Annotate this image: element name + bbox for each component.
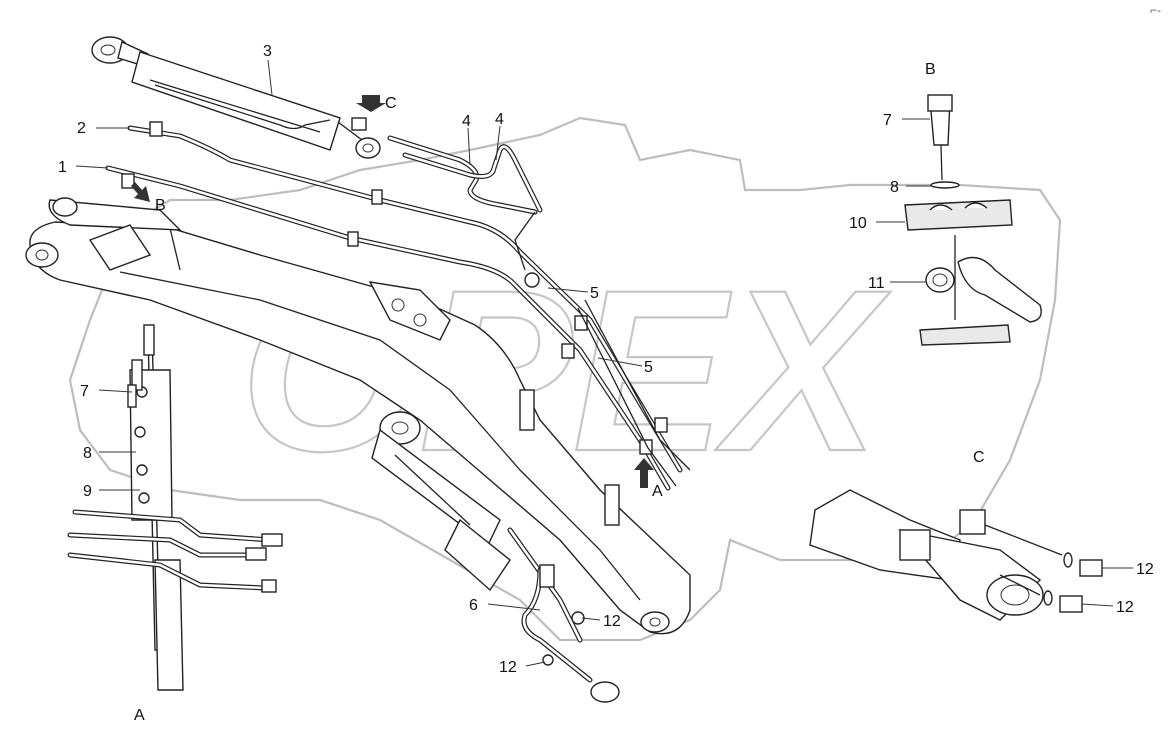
callout-12a: 12 xyxy=(603,613,621,630)
detail-b xyxy=(904,94,1042,346)
callout-6: 6 xyxy=(469,597,478,614)
callout-5a: 5 xyxy=(590,285,599,302)
callout-3: 3 xyxy=(263,43,272,60)
view-arrow-b xyxy=(131,182,150,202)
cylinder-barrel xyxy=(131,51,341,151)
boom-body xyxy=(29,221,691,635)
callout-b11: 11 xyxy=(868,275,885,292)
callout-1: 1 xyxy=(58,159,67,176)
callout-c12b: 12 xyxy=(1116,599,1134,616)
view-arrow-c xyxy=(356,95,386,112)
callout-5b: 5 xyxy=(644,359,653,376)
boom xyxy=(25,197,691,635)
leader-lines xyxy=(75,59,1133,667)
detail-title-c: C xyxy=(973,449,985,466)
callout-b8: 8 xyxy=(890,179,899,196)
callout-4a: 4 xyxy=(462,113,471,130)
callout-4b: 4 xyxy=(495,111,504,128)
detail-title-b: B xyxy=(925,61,936,78)
view-marker-a: A xyxy=(652,483,663,500)
pipe-assembly xyxy=(105,121,691,491)
view-marker-b: B xyxy=(155,197,166,214)
callout-8: 8 xyxy=(83,445,92,462)
detail-title-a: A xyxy=(134,707,145,724)
callout-b10: 10 xyxy=(849,215,867,232)
arm-cylinder xyxy=(371,411,620,703)
callout-12b: 12 xyxy=(499,659,517,676)
detail-a xyxy=(67,324,283,691)
view-arrow-a xyxy=(634,458,654,488)
detail-c xyxy=(809,489,1103,621)
callout-9: 9 xyxy=(83,483,92,500)
watermark-gear xyxy=(68,116,1062,642)
callout-b7: 7 xyxy=(883,112,892,129)
corner-mark: ⌐- xyxy=(1150,3,1161,17)
callout-7: 7 xyxy=(80,383,89,400)
boom-cylinder xyxy=(91,36,381,159)
callout-c12a: 12 xyxy=(1136,561,1154,578)
callout-2: 2 xyxy=(77,120,86,137)
view-marker-c: C xyxy=(385,95,397,112)
